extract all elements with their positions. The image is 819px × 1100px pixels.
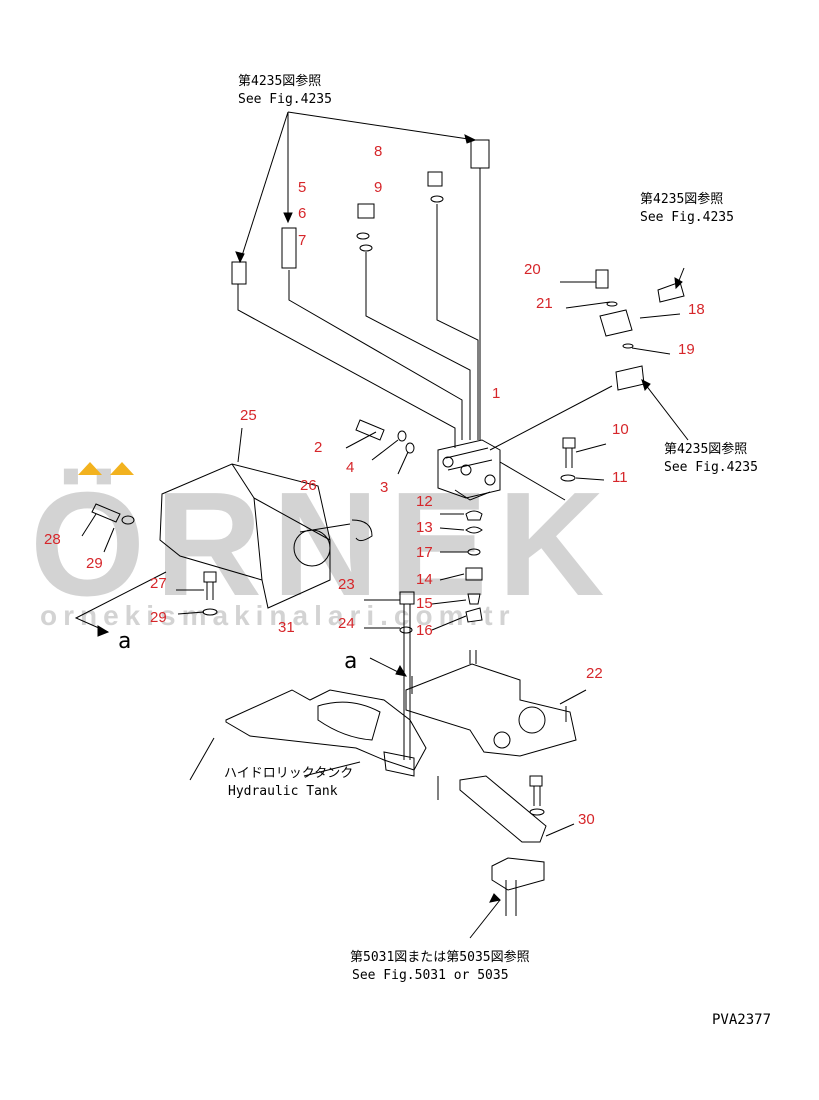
drawing-code: PVA2377: [712, 1012, 772, 1028]
ref-fig4235-en-right: See Fig.4235: [640, 210, 734, 225]
part-label-29-b: 29: [150, 609, 167, 626]
watermark-brand: ÖRNEK: [30, 462, 615, 627]
part-label-31: 31: [278, 619, 295, 636]
ref-fig5031-jp: 第5031図または第5035図参照: [350, 950, 530, 965]
part-label-23: 23: [338, 576, 355, 593]
ref-fig4235-jp-lower: 第4235図参照: [664, 442, 748, 457]
part-label-16: 16: [416, 622, 433, 639]
ref-fig4235-en-top: See Fig.4235: [238, 92, 332, 107]
part-label-15: 15: [416, 595, 433, 612]
part-label-17: 17: [416, 544, 433, 561]
part-label-4: 4: [346, 459, 355, 476]
part-label-3: 3: [380, 479, 389, 496]
part-label-20: 20: [524, 261, 541, 278]
part-label-9: 9: [374, 179, 383, 196]
ref-fig4235-jp-right: 第4235図参照: [640, 192, 724, 207]
part-label-25: 25: [240, 407, 257, 424]
part-label-2: 2: [314, 439, 323, 456]
part-label-8: 8: [374, 143, 383, 160]
ref-fig4235-en-lower: See Fig.4235: [664, 460, 758, 475]
part-label-28: 28: [44, 531, 61, 548]
tank-label-en: Hydraulic Tank: [228, 784, 338, 799]
part-label-10: 10: [612, 421, 629, 438]
tank-label-jp: ハイドロリックタンク: [224, 766, 354, 781]
part-label-24: 24: [338, 615, 355, 632]
view-letter-center: a: [344, 649, 358, 674]
part-label-19: 19: [678, 341, 695, 358]
part-label-18: 18: [688, 301, 705, 318]
part-label-21: 21: [536, 295, 553, 312]
part-label-30: 30: [578, 811, 595, 828]
part-label-12: 12: [416, 493, 433, 510]
part-label-22: 22: [586, 665, 603, 682]
ref-fig4235-jp-top: 第4235図参照: [238, 74, 322, 89]
part-label-26: 26: [300, 477, 317, 494]
part-label-13: 13: [416, 519, 433, 536]
part-label-11: 11: [612, 469, 628, 486]
part-label-29-a: 29: [86, 555, 103, 572]
part-label-1: 1: [492, 385, 501, 402]
ref-fig5031-en: See Fig.5031 or 5035: [352, 968, 509, 983]
part-label-14: 14: [416, 571, 433, 588]
view-letter-left: a: [118, 629, 132, 654]
part-label-6: 6: [298, 205, 307, 222]
part-label-27: 27: [150, 575, 167, 592]
part-label-5: 5: [298, 179, 307, 196]
part-label-7: 7: [298, 232, 307, 249]
